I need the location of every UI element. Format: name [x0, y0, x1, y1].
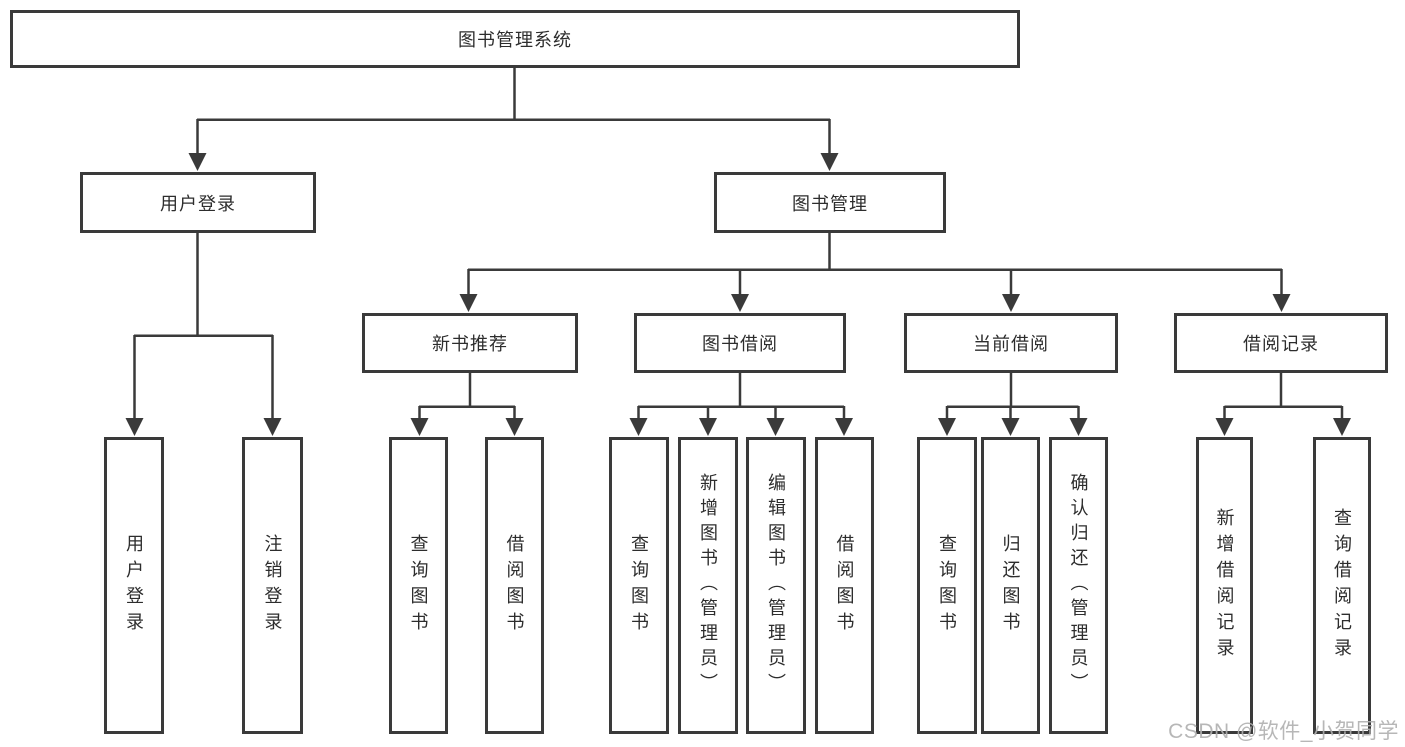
arrow-down-icon	[1001, 418, 1020, 436]
leaf-label: 查询图书	[629, 533, 649, 638]
arrow-down-icon	[1333, 418, 1351, 436]
node-library-management-system: 图书管理系统	[10, 10, 1020, 68]
leaf-label: 查询借阅记录	[1332, 507, 1352, 664]
leaf-logout: 注销登录	[242, 437, 303, 734]
leaf-label: 新增图书（管理员）	[698, 473, 718, 698]
leaf-borrow-query-books: 查询图书	[609, 437, 669, 734]
leaf-user-login: 用户登录	[104, 437, 164, 734]
arrow-down-icon	[835, 418, 853, 436]
arrow-down-icon	[1002, 294, 1020, 312]
csdn-watermark: CSDN @软件_小贺同学	[1168, 720, 1399, 743]
connector-user-login-to-leaves	[125, 233, 282, 436]
leaf-record-query-borrow-record: 查询借阅记录	[1313, 437, 1371, 734]
arrow-down-icon	[505, 418, 524, 436]
leaf-borrow-add-books-admin: 新增图书（管理员）	[678, 437, 738, 734]
arrow-down-icon	[731, 294, 749, 312]
connector-root-to-level2	[188, 68, 839, 171]
node-book-borrowing: 图书借阅	[634, 313, 846, 373]
arrow-down-icon	[1215, 418, 1234, 436]
arrow-down-icon	[125, 418, 144, 436]
arrow-down-icon	[410, 418, 429, 436]
leaf-label: 借阅图书	[504, 533, 525, 638]
node-new-book-recommendation: 新书推荐	[362, 313, 578, 373]
node-current-borrowing: 当前借阅	[904, 313, 1118, 373]
leaf-current-return-books: 归还图书	[981, 437, 1040, 734]
arrow-down-icon	[699, 418, 717, 436]
leaf-label: 用户登录	[124, 533, 144, 638]
leaf-current-query-books: 查询图书	[917, 437, 977, 734]
connector-borrow-record-to-leaves	[1215, 373, 1351, 436]
connector-current-borrow-to-leaves	[938, 373, 1088, 436]
node-book-management-branch: 图书管理	[714, 172, 946, 233]
connector-book-borrow-to-leaves	[629, 373, 853, 436]
leaf-label: 查询图书	[408, 533, 429, 638]
leaf-label: 新增借阅记录	[1214, 507, 1235, 664]
arrow-down-icon	[459, 294, 478, 312]
node-borrowing-records: 借阅记录	[1174, 313, 1388, 373]
leaf-label: 确认归还（管理员）	[1068, 473, 1089, 698]
arrow-down-icon	[188, 153, 207, 171]
leaf-current-confirm-return-admin: 确认归还（管理员）	[1049, 437, 1108, 734]
connector-new-book-to-leaves	[410, 373, 524, 436]
node-user-login-branch: 用户登录	[80, 172, 316, 233]
leaf-label: 编辑图书（管理员）	[766, 473, 786, 698]
leaf-borrow-edit-books-admin: 编辑图书（管理员）	[746, 437, 806, 734]
leaf-label: 归还图书	[1000, 533, 1021, 638]
arrow-down-icon	[766, 418, 785, 436]
connector-book-mgmt-to-groups	[459, 233, 1291, 312]
leaf-newrec-query-books: 查询图书	[389, 437, 448, 734]
leaf-borrow-borrow-books: 借阅图书	[815, 437, 874, 734]
leaf-record-add-borrow-record: 新增借阅记录	[1196, 437, 1253, 734]
arrow-down-icon	[1069, 418, 1088, 436]
arrow-down-icon	[820, 153, 839, 171]
arrow-down-icon	[263, 418, 282, 436]
leaf-label: 查询图书	[937, 533, 957, 638]
leaf-label: 注销登录	[262, 533, 283, 638]
leaf-newrec-borrow-books: 借阅图书	[485, 437, 544, 734]
arrow-down-icon	[938, 418, 956, 436]
leaf-label: 借阅图书	[834, 533, 855, 638]
arrow-down-icon	[1272, 294, 1291, 312]
arrow-down-icon	[629, 418, 648, 436]
